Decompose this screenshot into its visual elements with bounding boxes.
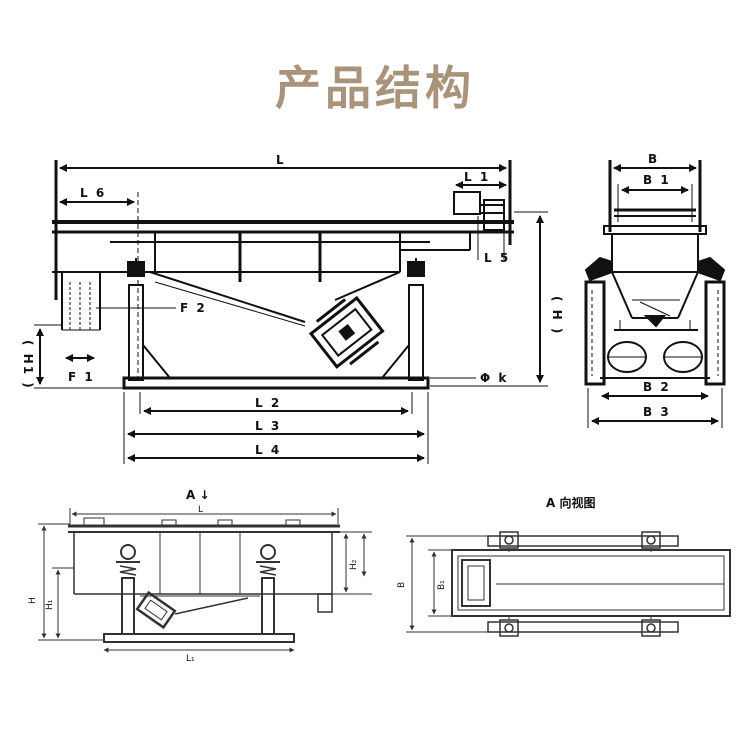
label-b3: B 3 [643,405,671,419]
label-l4: L 4 [255,443,281,457]
view-a-top-caption: A 向视图 [546,495,595,510]
side-view-labels: B B 1 B 2 B 3 [643,152,671,419]
label-b: B [648,152,659,166]
view-a-label-h: H [28,597,38,604]
label-h: ( H ) [550,296,564,335]
page-title: 产品结构 [275,61,475,115]
view-a-caption: A ↓ [186,488,210,502]
view-a-top-label-b: B [397,582,407,588]
view-a-label-h2: H₂ [349,559,359,570]
label-l3: L 3 [255,419,281,433]
view-a-top-labels: A 向视图 B B₁ [397,495,595,590]
label-l2: L 2 [255,396,281,410]
label-f2: F 2 [180,301,207,315]
view-a-label-l: L [198,505,203,515]
front-view [34,160,548,464]
label-l5: L 5 [484,251,510,265]
view-a-label-l1: L₁ [186,654,195,664]
label-b1: B 1 [643,173,671,187]
view-a-top [406,531,731,637]
view-a-label-h1: H₁ [45,599,55,610]
view-a-top-label-b1: B₁ [437,580,447,590]
label-b2: B 2 [643,380,671,394]
label-f1: F 1 [68,370,95,384]
label-l6: L 6 [80,186,106,200]
side-view [584,160,726,428]
label-phi-k: Φ k [480,371,508,385]
label-l: L [276,153,286,167]
label-l1: L 1 [464,170,490,184]
view-a-labels: A ↓ L L₁ H H₁ H₂ [28,488,359,664]
label-h1: ( H1 ) [21,340,35,390]
view-a [38,508,372,653]
front-view-labels: L L 6 L 1 L 5 ( H ) ( H1 ) F 1 F 2 Φ k L… [21,153,564,457]
